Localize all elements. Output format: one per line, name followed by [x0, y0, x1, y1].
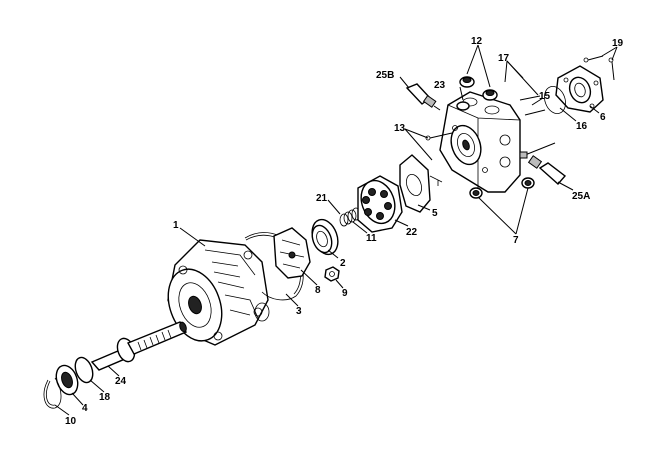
leader-lines [54, 44, 618, 416]
cylinder-block [357, 175, 403, 233]
plugs-7 [469, 177, 535, 199]
callout-1: 1 [173, 220, 179, 231]
callout-21: 21 [316, 193, 328, 204]
spring [339, 207, 361, 227]
callout-23: 23 [434, 80, 446, 91]
dowel-pin [429, 175, 443, 186]
snap-ring [43, 377, 62, 409]
cam-plate [273, 227, 311, 279]
callout-11: 11 [366, 233, 377, 244]
callout-9: 9 [342, 288, 348, 299]
callout-22: 22 [406, 227, 418, 238]
callout-5: 5 [432, 208, 438, 219]
bolts-17 [519, 95, 556, 159]
end-cover [439, 91, 521, 193]
screws-19 [583, 55, 615, 81]
callout-16: 16 [576, 121, 588, 132]
shaft-seal [74, 356, 94, 384]
callout-17: 17 [498, 53, 510, 64]
valve-25b [405, 83, 441, 111]
callout-18: 18 [99, 392, 111, 403]
callout-2: 2 [340, 258, 346, 269]
cover-plate [555, 65, 604, 113]
callout-3: 3 [296, 306, 302, 317]
valve-plate [399, 154, 431, 213]
fitting-23 [456, 101, 470, 111]
callout-25a: 25A [572, 191, 590, 202]
callout-12: 12 [471, 36, 483, 47]
valve-25a [527, 155, 567, 185]
gasket [544, 86, 566, 114]
callout-13: 13 [394, 123, 406, 134]
callout-6: 6 [600, 112, 606, 123]
callout-24: 24 [115, 376, 127, 387]
pump-housing [167, 239, 270, 346]
callout-7: 7 [513, 235, 519, 246]
nut [324, 266, 340, 282]
callout-19: 19 [612, 38, 624, 49]
callout-15: 15 [539, 91, 551, 102]
shaft-bearing [55, 364, 79, 396]
callouts: 1 2 3 4 5 6 7 8 9 10 11 12 13 15 16 17 1… [65, 36, 624, 427]
plugs [459, 76, 498, 101]
bolts-13 [425, 132, 453, 141]
drive-shaft [90, 321, 188, 371]
callout-25b: 25B [376, 70, 394, 81]
bearing [311, 218, 339, 256]
callout-10: 10 [65, 416, 77, 427]
callout-8: 8 [315, 285, 321, 296]
callout-4: 4 [82, 403, 88, 414]
